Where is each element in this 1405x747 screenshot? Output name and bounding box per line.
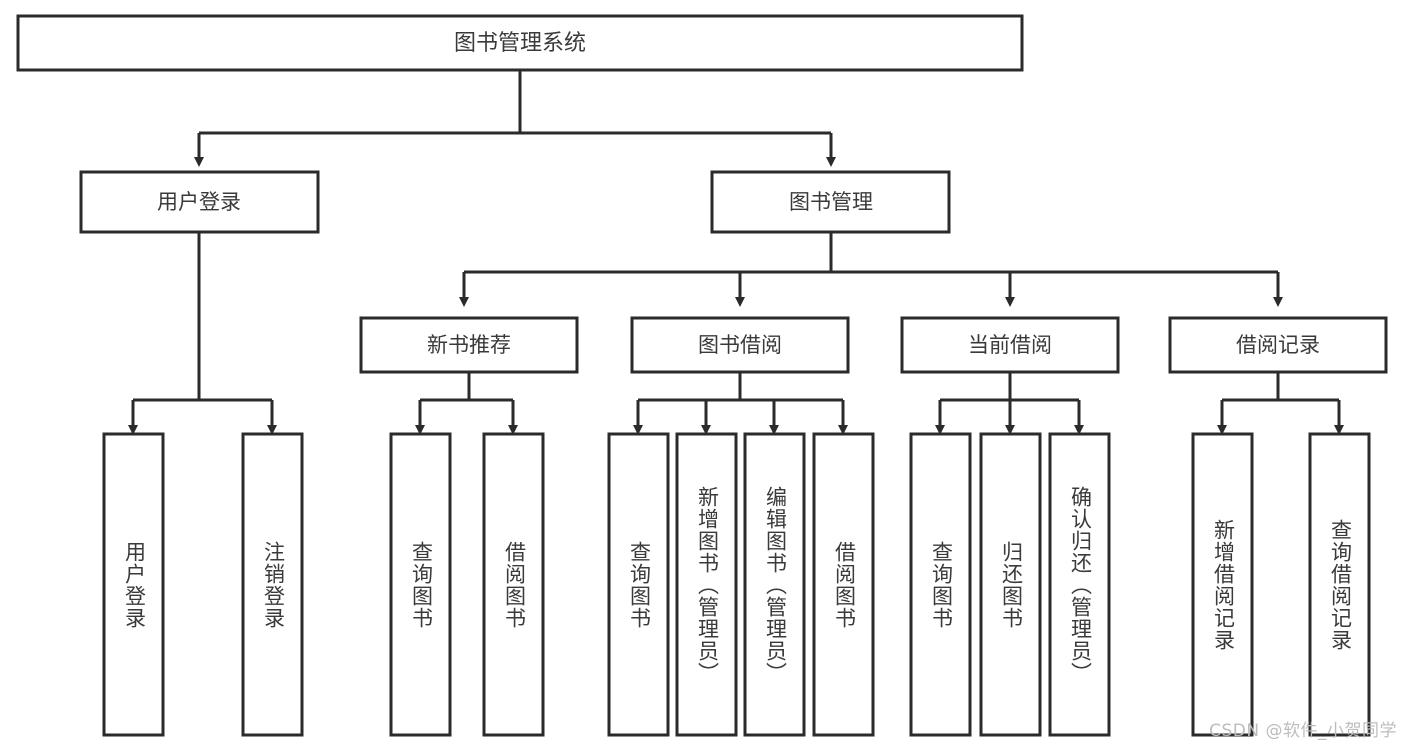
node-new-book-recommend[interactable]: 新书推荐 [359, 316, 579, 374]
node-book-borrow-label: 图书借阅 [698, 333, 782, 357]
leaf-box-current-borrow-3[interactable] [1048, 432, 1111, 737]
node-root-label: 图书管理系统 [454, 31, 586, 56]
leaf-box-book-borrow-3[interactable] [743, 432, 806, 737]
node-borrow-record[interactable]: 借阅记录 [1168, 316, 1388, 374]
leaf-box-new-book-1[interactable] [389, 432, 452, 737]
leaf-box-borrow-record-1[interactable] [1191, 432, 1254, 737]
node-user-login[interactable]: 用户登录 [79, 170, 320, 234]
connector-user-login-to-leaves [128, 232, 277, 435]
connector-book-borrow-to-leaves [633, 372, 848, 435]
connector-borrow-record-to-leaves [1217, 372, 1344, 435]
connector-current-borrow-to-leaves [935, 372, 1084, 435]
connector-root-to-level2 [194, 70, 836, 167]
leaf-box-book-borrow-1[interactable] [607, 432, 670, 737]
leaf-box-new-book-2[interactable] [482, 432, 545, 737]
node-book-borrow[interactable]: 图书借阅 [630, 316, 850, 374]
node-current-borrow-label: 当前借阅 [968, 333, 1052, 357]
csdn-watermark: CSDN @软件_小贺同学 [1209, 721, 1397, 741]
leaf-box-user-login-1[interactable] [102, 432, 165, 737]
connector-book-management-to-level3 [459, 232, 1283, 307]
leaf-box-borrow-record-2[interactable] [1308, 432, 1371, 737]
leaf-box-book-borrow-2[interactable] [675, 432, 738, 737]
node-new-book-recommend-label: 新书推荐 [427, 333, 511, 357]
leaf-box-user-login-2[interactable] [241, 432, 304, 737]
node-user-login-label: 用户登录 [157, 190, 241, 214]
leaf-box-current-borrow-1[interactable] [909, 432, 972, 737]
node-current-borrow[interactable]: 当前借阅 [900, 316, 1120, 374]
node-book-management-label: 图书管理 [789, 190, 873, 214]
leaf-box-book-borrow-4[interactable] [812, 432, 875, 737]
connector-new-book-to-leaves [415, 372, 518, 435]
leaf-box-current-borrow-2[interactable] [979, 432, 1042, 737]
node-book-management[interactable]: 图书管理 [710, 170, 951, 234]
node-root-book-management-system[interactable]: 图书管理系统 [16, 14, 1024, 72]
node-borrow-record-label: 借阅记录 [1236, 333, 1320, 357]
